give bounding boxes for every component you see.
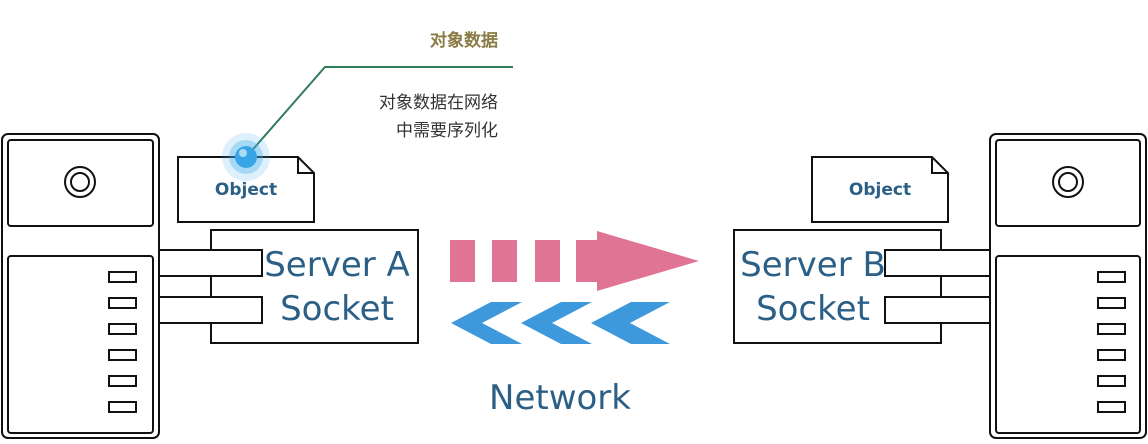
server-a-label: Server A bbox=[264, 245, 410, 285]
server-a-socket-label: Socket bbox=[280, 289, 394, 329]
send-arrow-icon bbox=[450, 231, 699, 291]
object-a-document-icon bbox=[177, 156, 315, 223]
callout-line bbox=[247, 66, 513, 156]
object-a-label: Object bbox=[214, 180, 278, 200]
annotation-line-1: 对象数据在网络 bbox=[379, 93, 498, 113]
object-b-label: Object bbox=[848, 180, 912, 200]
server-b-socket-box bbox=[733, 229, 942, 344]
annotation-line-2: 中需要序列化 bbox=[396, 121, 498, 141]
server-a-tower-icon bbox=[1, 133, 160, 439]
object-b-document-icon bbox=[811, 156, 949, 223]
server-b-tower-icon bbox=[989, 133, 1147, 439]
server-b-socket-plug-icon bbox=[884, 249, 991, 324]
server-b-label: Server B bbox=[740, 245, 886, 285]
receive-arrow-icon bbox=[451, 302, 670, 344]
network-label: Network bbox=[489, 378, 631, 418]
annotation-title: 对象数据 bbox=[430, 31, 498, 51]
server-a-socket-plug-icon bbox=[158, 249, 263, 324]
server-b-socket-label: Socket bbox=[756, 289, 870, 329]
highlight-dot-icon bbox=[222, 133, 270, 181]
server-a-socket-box bbox=[210, 229, 419, 344]
